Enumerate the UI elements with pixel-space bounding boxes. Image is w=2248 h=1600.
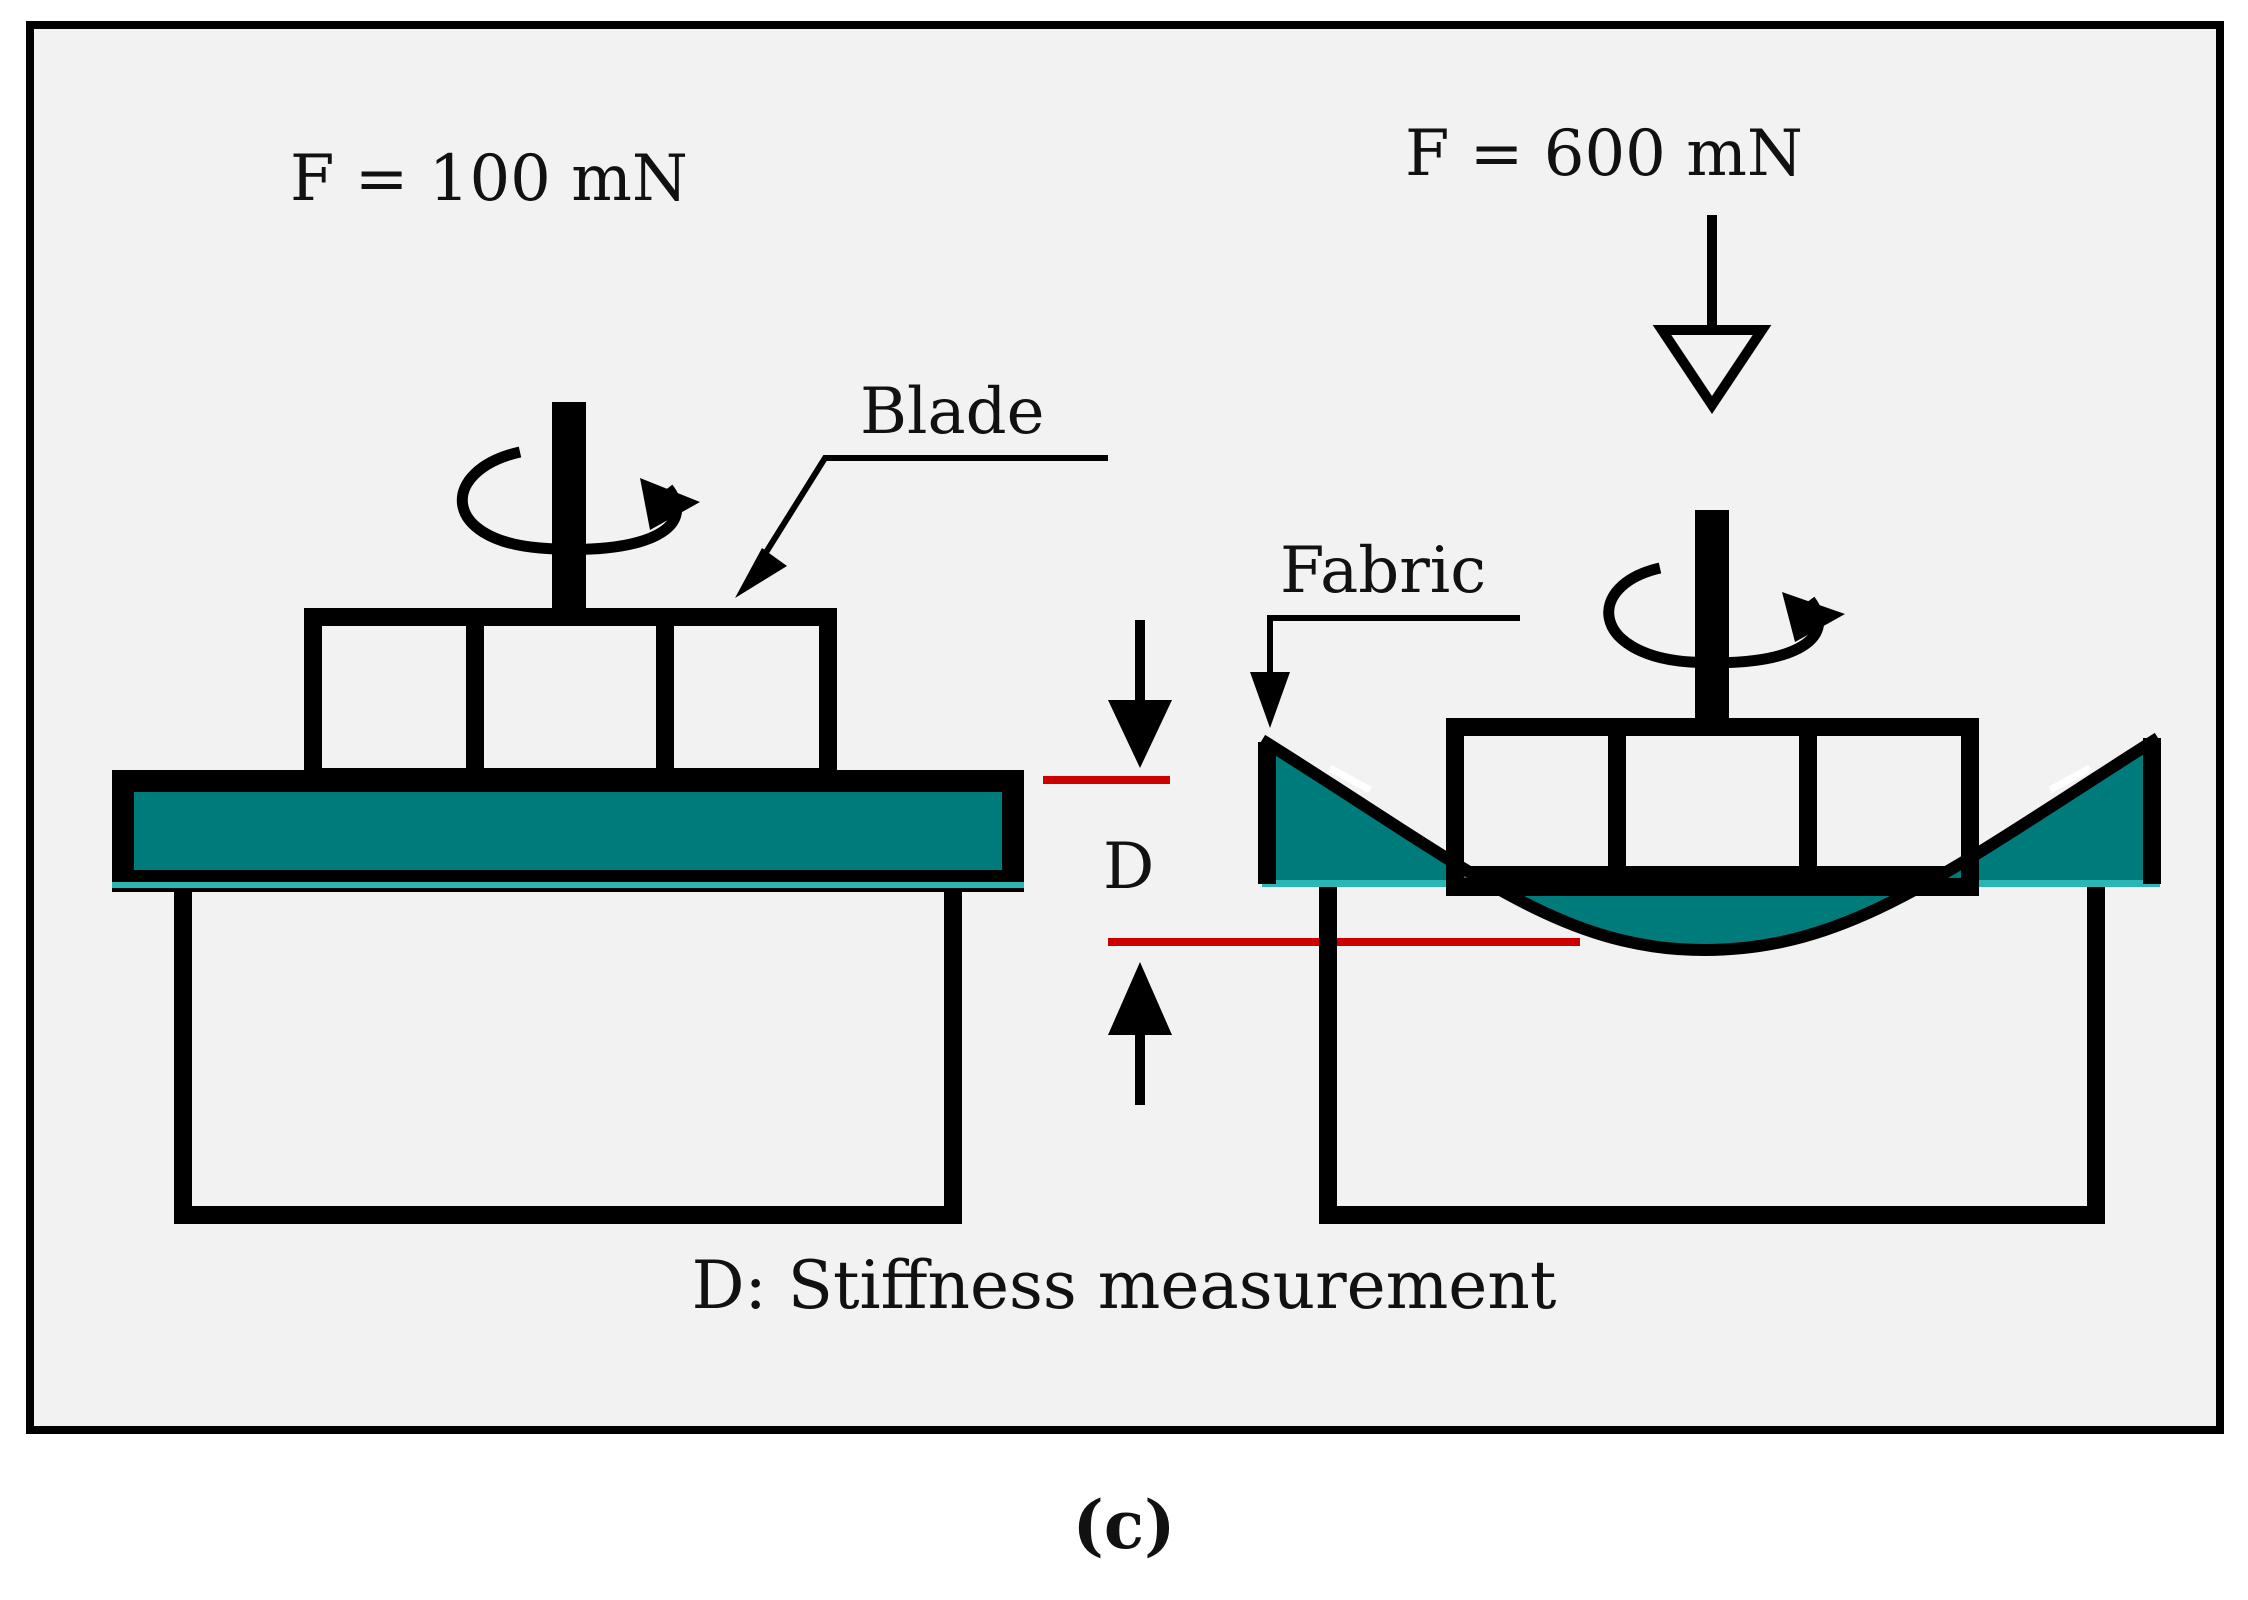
left-apparatus: F = 100 mN Blade: [112, 142, 1108, 1224]
subfigure-label: (c): [1073, 1486, 1176, 1564]
left-shaft: [552, 402, 586, 622]
right-fabric-curve: [1258, 732, 2162, 957]
left-force-label: F = 100 mN: [290, 142, 688, 216]
caption: D: Stiffness measurement: [692, 1247, 1557, 1324]
fabric-pointer-arrow: [1267, 615, 1520, 680]
right-force-arrow-head: [1652, 325, 1772, 415]
measure-up-arrow: [1108, 962, 1172, 1035]
right-shaft: [1695, 510, 1729, 732]
right-force-label: F = 600 mN: [1405, 117, 1803, 191]
right-fabric-fill: [1270, 745, 2150, 950]
right-rotation-icon: [1603, 562, 1825, 669]
fabric-label: Fabric: [1280, 534, 1486, 608]
blade-pointer-arrow: [747, 455, 1108, 580]
right-support-box: [1319, 866, 2105, 1224]
measure-label: D: [1103, 830, 1154, 904]
right-apparatus: F = 600 mN Fabric: [1250, 117, 2162, 1224]
left-fabric-slab: [112, 770, 1024, 892]
blade-label: Blade: [860, 375, 1045, 449]
measurement-indicator: D: [1043, 620, 1580, 1105]
left-rotation-icon: [457, 446, 683, 555]
measure-down-arrow: [1108, 700, 1172, 768]
